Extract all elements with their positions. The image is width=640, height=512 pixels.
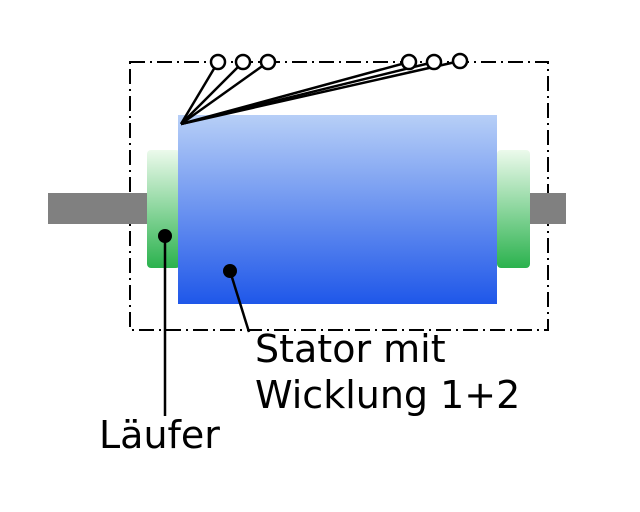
stator-callout-dot [223,264,237,278]
stator-callout-line [228,270,251,333]
terminal-circles [209,52,469,71]
terminal-circle [425,53,443,71]
stator-label-line2: Wicklung 1+2 [255,373,520,417]
rotor-label: Läufer [99,413,220,457]
rotor-callout-dot [158,229,172,243]
terminal-line [180,61,244,125]
terminal-lines [179,59,461,126]
terminal-line [179,61,220,125]
rotor-end-right [497,150,530,268]
terminal-line [180,60,269,126]
terminal-circle [209,53,227,71]
terminal-line [180,59,461,126]
terminal-circle [451,52,469,70]
stator-label-line1: Stator mit [255,327,446,371]
terminal-circle [259,53,277,71]
rotor-end-left [147,150,180,268]
terminal-circle [400,53,418,71]
terminal-circle [234,53,252,71]
